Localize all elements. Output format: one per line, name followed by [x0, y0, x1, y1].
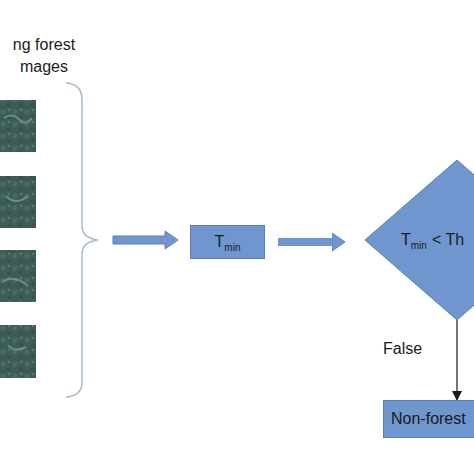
- subscript-text: min: [224, 242, 240, 253]
- block-arrow: [278, 238, 332, 246]
- forest-image: [0, 176, 36, 228]
- arrow: [456, 320, 457, 400]
- subscript-text: min: [411, 240, 427, 251]
- image-group-heading: ng forest mages: [0, 34, 88, 77]
- process-box: Tmin: [190, 225, 265, 259]
- forest-image: [0, 100, 36, 152]
- node-text: T: [215, 233, 225, 251]
- result-box: Non-forest: [383, 400, 474, 438]
- forest-image: [0, 325, 36, 378]
- block-arrow: [113, 231, 178, 249]
- decision-diamond: Tmin < Th: [365, 160, 474, 320]
- node-text: Non-forest: [391, 410, 466, 428]
- forest-thumbnails: [0, 100, 36, 378]
- forest-image: [0, 250, 36, 302]
- node-text: < Th: [432, 231, 464, 249]
- node-text: T: [401, 231, 411, 249]
- curly-brace: [66, 83, 98, 397]
- edge-label: False: [383, 338, 422, 360]
